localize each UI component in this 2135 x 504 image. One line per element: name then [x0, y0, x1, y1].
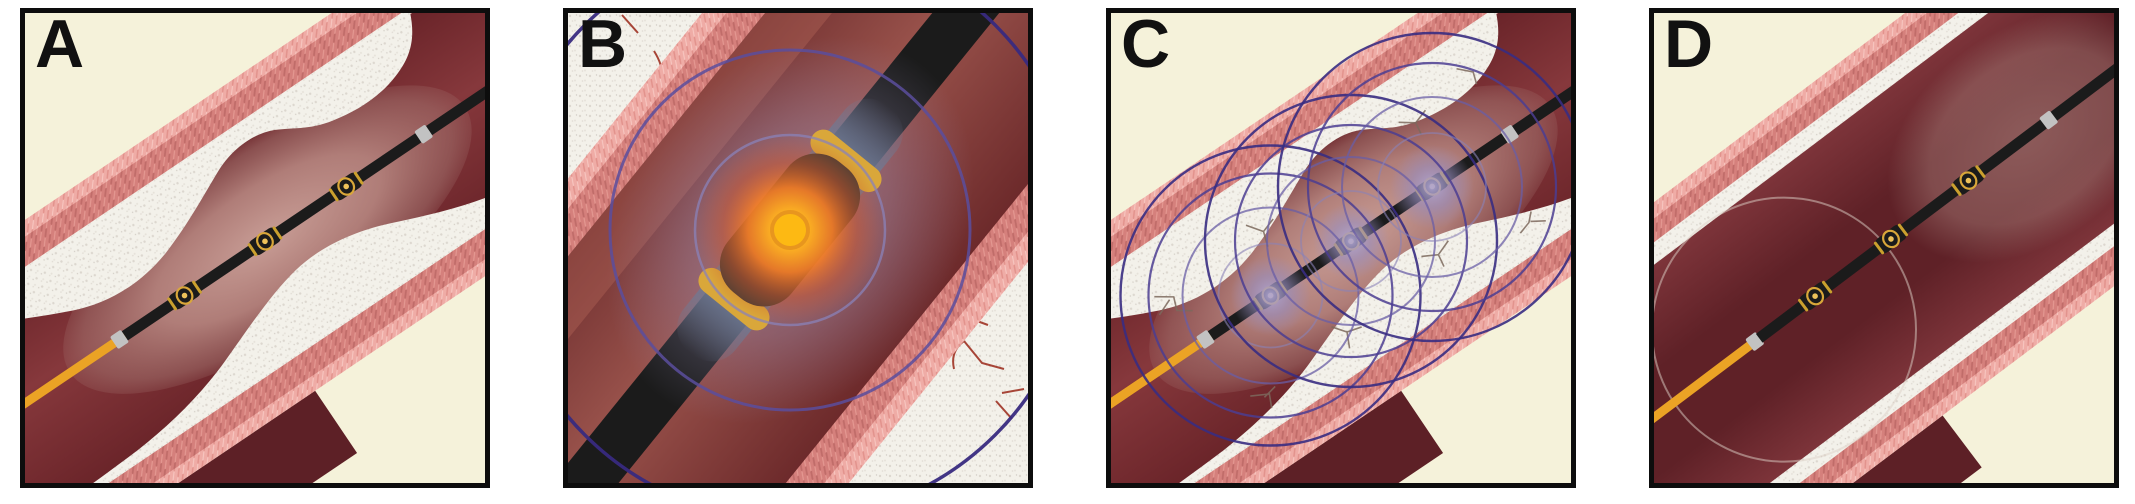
- calcium-crack-icon: [1154, 67, 1571, 409]
- expanded-vessel: [1654, 13, 2114, 483]
- panel-c-illustration: [1111, 13, 1571, 483]
- catheter-shaft-icon: [1755, 51, 2114, 343]
- panel-b: B: [563, 6, 1033, 488]
- shockwave-rings: [568, 13, 1028, 483]
- catheter: [1654, 51, 2114, 444]
- panel-label-a: A: [35, 6, 84, 82]
- panel-label-b: B: [578, 6, 627, 82]
- guidewire-icon: [1654, 334, 1763, 444]
- vessel-closeup: [568, 13, 1028, 483]
- panel-d: D: [1649, 6, 2119, 488]
- panel-label-c: C: [1121, 6, 1170, 82]
- shockwave-rings: [1119, 31, 1571, 447]
- radiopaque-marker-icon: [2039, 111, 2058, 130]
- panel-label-d: D: [1664, 6, 1713, 82]
- panel-b-illustration: [568, 13, 1028, 483]
- vessel-with-fracturing-calcium: [1111, 13, 1571, 483]
- spark-core: [770, 210, 810, 250]
- panel-a-illustration: [25, 13, 485, 483]
- emitter-glows: [1230, 145, 1474, 336]
- panel-c: C: [1106, 6, 1576, 488]
- panel-d-illustration: [1654, 13, 2114, 483]
- panel-a: A: [20, 6, 490, 488]
